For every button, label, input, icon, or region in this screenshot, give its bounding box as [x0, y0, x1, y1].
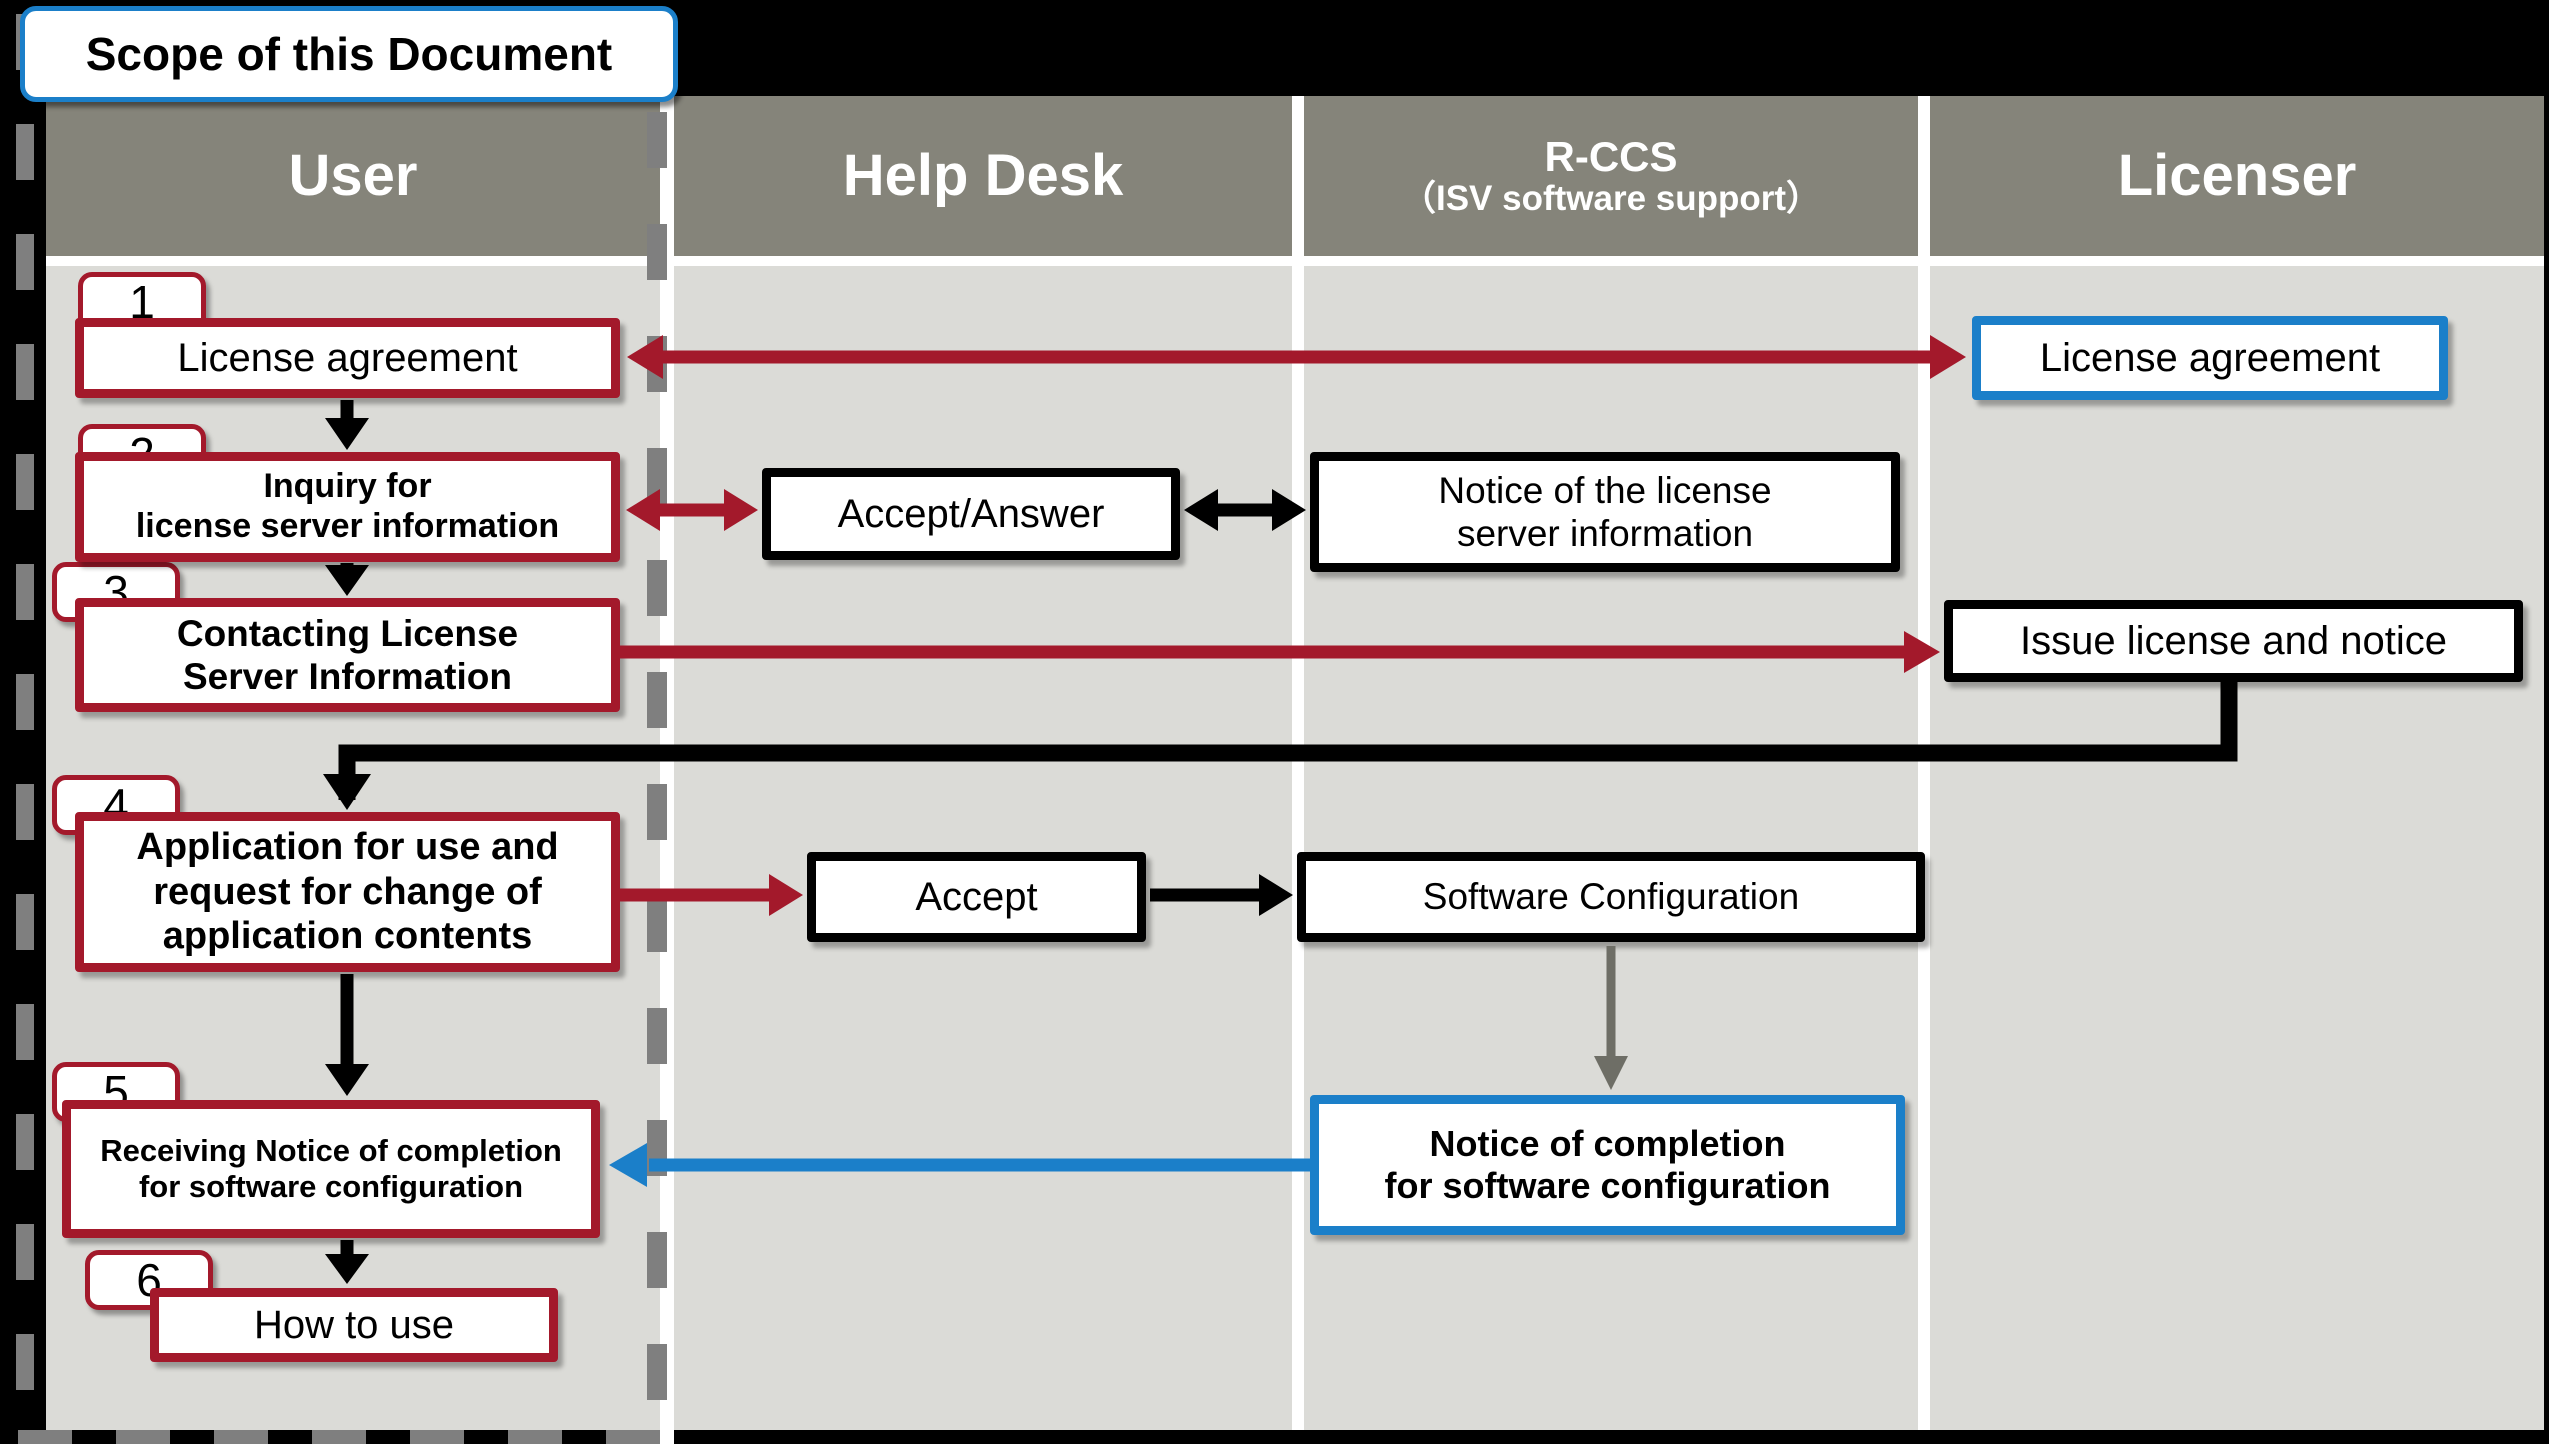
box-software-configuration: Software Configuration: [1297, 852, 1925, 942]
lane-body-rccs: [1304, 266, 1918, 1430]
box-how-to-use: How to use: [150, 1288, 558, 1362]
box-notice-completion: Notice of completion for software config…: [1310, 1095, 1905, 1235]
lane-header-licenser: Licenser: [1930, 96, 2544, 256]
lane-title-helpdesk: Help Desk: [842, 143, 1124, 209]
box-accept: Accept: [807, 852, 1146, 942]
lane-header-rccs: R-CCS （ISV software support）: [1304, 96, 1918, 256]
lane-body-helpdesk: [674, 266, 1292, 1430]
box-license-agreement-user: License agreement: [75, 318, 620, 398]
lane-divider: [1918, 96, 1930, 1430]
box-issue-license: Issue license and notice: [1944, 600, 2523, 682]
lane-title-licenser: Licenser: [2117, 143, 2357, 209]
lane-header-user: User: [46, 96, 660, 256]
box-inquiry-license-server: Inquiry for license server information: [75, 452, 620, 562]
header-body-divider: [46, 256, 2544, 266]
lane-body-licenser: [1930, 266, 2544, 1430]
box-notice-license-server: Notice of the license server information: [1310, 452, 1900, 572]
lane-header-helpdesk: Help Desk: [674, 96, 1292, 256]
box-accept-answer: Accept/Answer: [762, 468, 1180, 560]
lane-divider: [660, 96, 674, 1444]
box-receiving-notice-completion: Receiving Notice of completion for softw…: [62, 1100, 600, 1238]
box-license-agreement-licenser: License agreement: [1972, 316, 2448, 400]
lane-divider: [1292, 96, 1304, 1430]
box-application-for-use: Application for use and request for chan…: [75, 812, 620, 972]
box-contacting-license-server: Contacting License Server Information: [75, 598, 620, 712]
lane-subtitle-rccs: （ISV software support）: [1400, 178, 1822, 218]
lane-title-user: User: [288, 143, 418, 209]
lane-title-rccs: R-CCS: [1544, 132, 1678, 180]
page-title: Scope of this Document: [20, 6, 678, 102]
